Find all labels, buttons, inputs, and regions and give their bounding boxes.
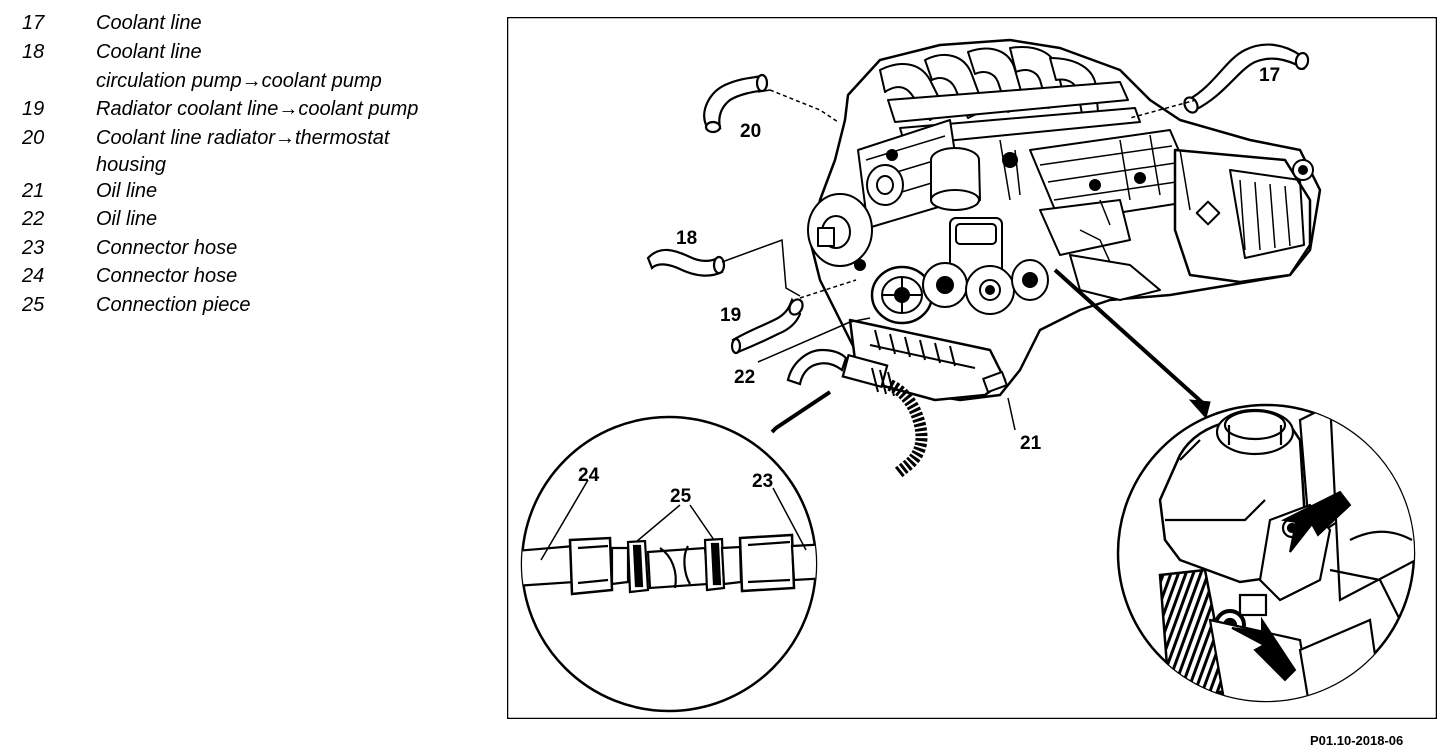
engine-diagram-svg: 17 20 18 19 22 21 24 25 23 [507, 17, 1437, 719]
legend-number: 20 [22, 127, 45, 149]
legend-number: 19 [22, 98, 45, 120]
engine-assembly [807, 38, 1322, 402]
callout-25: 25 [670, 486, 692, 507]
callout-24: 24 [578, 465, 600, 486]
legend-number: 24 [22, 265, 45, 287]
legend-label: Oil line [96, 180, 158, 202]
legend-number: 23 [22, 237, 45, 259]
callout-19: 19 [720, 305, 741, 326]
callout-18: 18 [676, 228, 697, 249]
callout-17: 17 [1259, 65, 1280, 86]
legend-label: Oil line [96, 208, 158, 230]
legend-number: 22 [22, 208, 45, 230]
coolant-line-17 [1183, 43, 1310, 114]
legend-number: 17 [22, 12, 45, 34]
callout-23: 23 [752, 471, 773, 492]
coolant-line-20 [703, 73, 769, 134]
legend-label: Coolant line [96, 12, 202, 34]
legend-label: Coolant line [96, 41, 202, 63]
legend-number: 18 [22, 41, 45, 63]
legend-number: 21 [22, 180, 45, 202]
legend-label-continued: housing [96, 154, 167, 176]
callout-21: 21 [1020, 433, 1042, 454]
legend-label: Connector hose [96, 265, 238, 287]
legend-label: Connector hose [96, 237, 238, 259]
callout-22: 22 [734, 367, 755, 388]
oil-line-assembly [786, 348, 928, 478]
legend-label: Connection piece [96, 294, 251, 316]
figure-code: P01.10-2018-06 [1310, 733, 1404, 748]
leader-lines [721, 89, 1197, 431]
callout-20: 20 [740, 121, 761, 142]
coolant-line-18 [646, 248, 726, 277]
engine-diagram: 17 20 18 19 22 21 24 25 23 [507, 17, 1437, 719]
detail-view-connector [520, 415, 818, 713]
legend-label-continued: circulation pump→coolant pump [96, 70, 382, 92]
legend-number: 25 [22, 294, 45, 316]
detail-pointers [770, 268, 1211, 434]
legend-label: Coolant line radiator→thermostat [96, 127, 390, 149]
parts-legend: 17 Coolant line 18 Coolant line circulat… [0, 0, 500, 330]
legend-label: Radiator coolant line→coolant pump [96, 98, 419, 120]
radiator-coolant-line-19 [730, 297, 804, 355]
